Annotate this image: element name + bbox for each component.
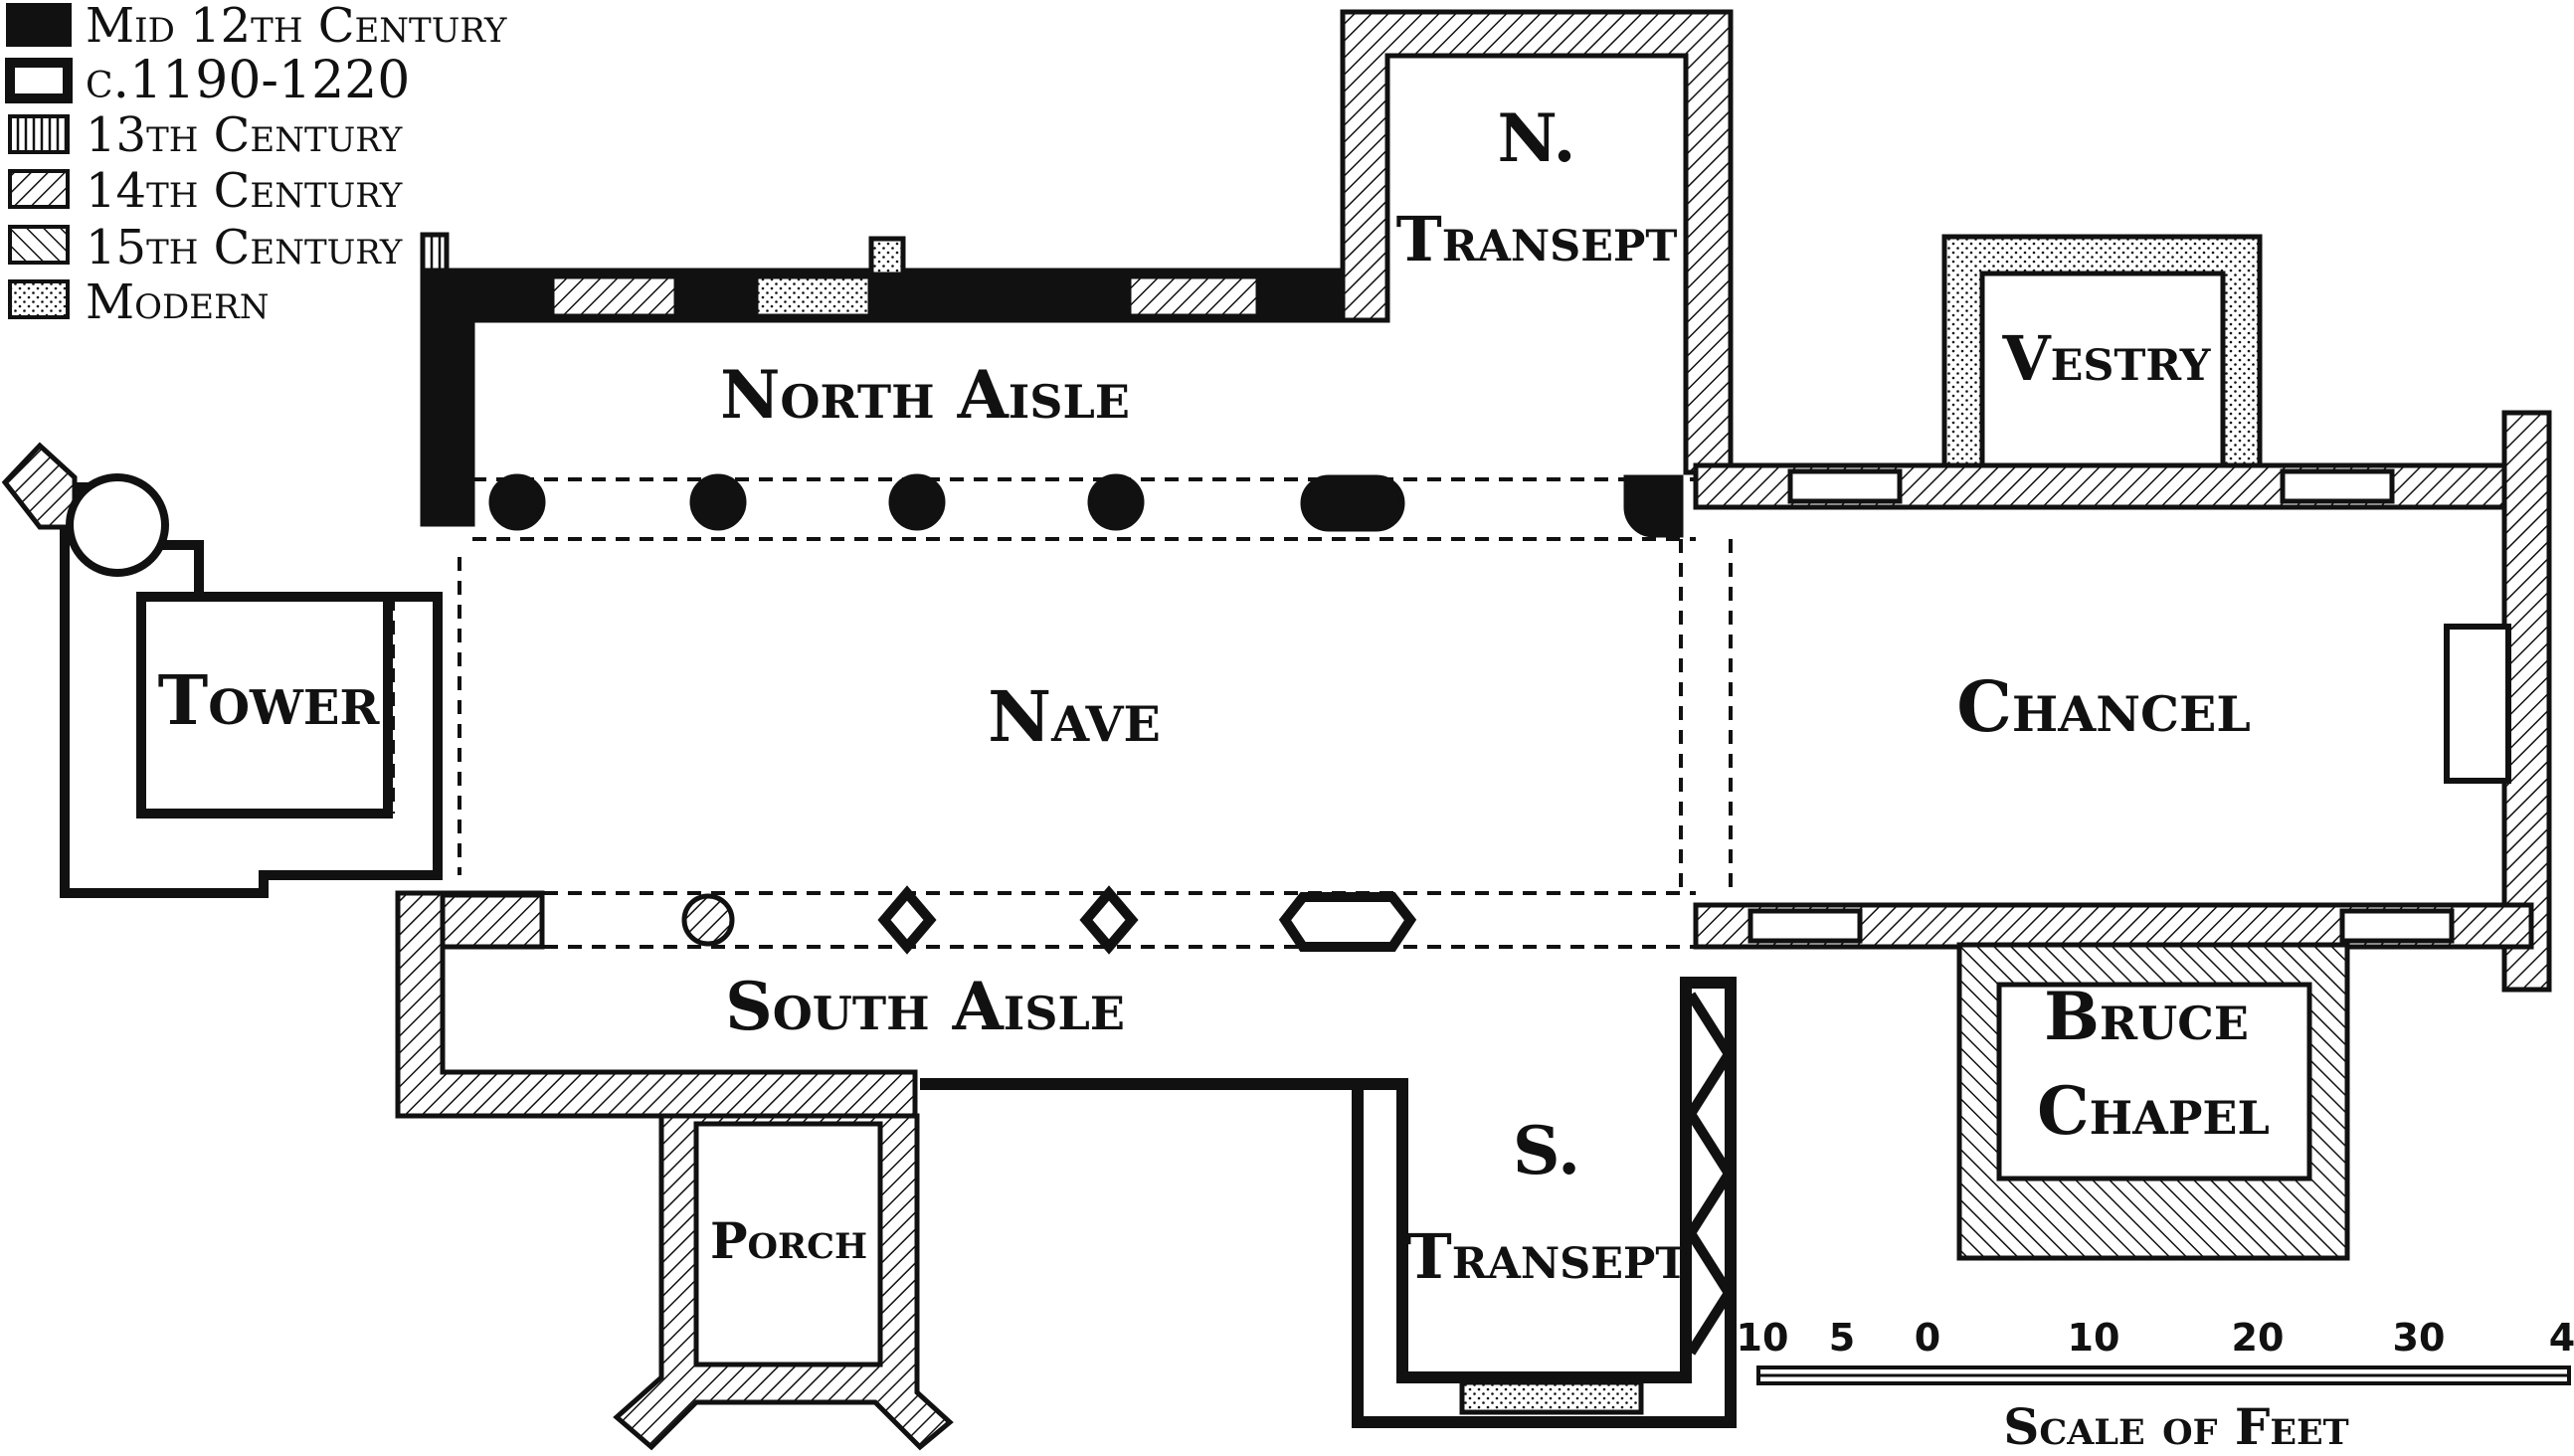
- legend-label: Mid 12th Century: [86, 0, 507, 54]
- arcades: [391, 477, 1733, 949]
- label-bruce-chapel-line2: Chapel: [2037, 1072, 2270, 1150]
- legend-item-c1190-1220: c.1190-1220: [5, 51, 410, 110]
- legend-swatch-solid: [6, 3, 72, 47]
- legend-label: 15th Century: [86, 220, 403, 275]
- scale-bar: 10 5 0 10 20 30 4 Scale of Feet: [1737, 1316, 2574, 1456]
- north-aisle-window: [753, 273, 873, 319]
- south-aisle-south-wall: [920, 1078, 1408, 1258]
- south-transept-walls: [1352, 977, 1737, 1428]
- scale-label: Scale of Feet: [2003, 1397, 2348, 1456]
- spiral-stair: [66, 473, 169, 577]
- stair-turret: [1, 442, 78, 530]
- south-transept-window: [1459, 1379, 1644, 1415]
- label-n-transept-line2: Transept: [1396, 203, 1678, 275]
- north-aisle-window: [1126, 273, 1261, 319]
- north-pier: [888, 473, 946, 531]
- legend-swatch-vertical: [8, 114, 70, 154]
- north-respond-pier: [1623, 474, 1684, 538]
- south-transept-braces: [1685, 992, 1735, 1356]
- bruce-chapel-walls: [1956, 942, 2350, 1261]
- label-s-transept-line2: Transept: [1406, 1220, 1688, 1293]
- label-s-transept-line1: S.: [1513, 1112, 1580, 1189]
- north-pier: [689, 473, 747, 531]
- label-south-aisle: South Aisle: [725, 968, 1125, 1045]
- chancel-north-window: [1787, 468, 1903, 504]
- north-aisle-west-wall: [420, 268, 475, 527]
- legend-item-15th: 15th Century: [8, 220, 403, 275]
- room-labels: N. Transept Vestry North Aisle Tower Nav…: [158, 99, 2270, 1293]
- label-north-aisle: North Aisle: [720, 356, 1130, 434]
- north-aisle-window: [549, 273, 679, 319]
- south-pier-octagonal: [1278, 892, 1417, 952]
- legend-label: 14th Century: [86, 163, 403, 219]
- walls: [1, 9, 2552, 1451]
- piers: [488, 473, 1684, 955]
- legend-swatch-diag-left: [8, 225, 70, 265]
- scale-tick-label: 5: [1829, 1316, 1855, 1360]
- label-bruce-chapel-line1: Bruce: [2044, 978, 2249, 1055]
- north-transept-walls: [1340, 9, 1734, 475]
- label-vestry: Vestry: [2001, 322, 2211, 395]
- scale-tick-label: 20: [2232, 1316, 2285, 1360]
- label-tower: Tower: [158, 661, 381, 741]
- legend-item-mid-12th: Mid 12th Century: [6, 0, 507, 54]
- chancel-north-window: [2280, 468, 2395, 504]
- legend-label: c.1190-1220: [86, 51, 410, 110]
- label-chancel: Chancel: [1956, 665, 2251, 748]
- north-pier-double: [1300, 474, 1405, 532]
- legend: Mid 12th Century c.1190-1220 13th Centur…: [5, 0, 507, 330]
- chancel-south-window: [1747, 908, 1863, 944]
- south-pier-quatrefoil: [877, 885, 937, 955]
- legend-item-14th: 14th Century: [8, 163, 403, 219]
- legend-swatch-diag-right: [8, 169, 70, 209]
- legend-label: Modern: [86, 274, 269, 330]
- altar: [2444, 624, 2511, 784]
- scale-tick-label: 10: [1737, 1316, 1789, 1360]
- label-n-transept-line1: N.: [1497, 99, 1575, 177]
- legend-item-modern: Modern: [8, 274, 269, 330]
- south-pier-quatrefoil: [1079, 885, 1139, 955]
- south-arcade-wall: [440, 892, 545, 950]
- chancel-south-window: [2339, 908, 2455, 944]
- scale-tick-label: 4: [2549, 1316, 2574, 1360]
- porch-walls: [613, 1113, 954, 1451]
- label-nave: Nave: [988, 675, 1161, 758]
- legend-swatch-outline: [5, 58, 73, 103]
- legend-swatch-dots: [8, 279, 70, 319]
- legend-label: 13th Century: [86, 107, 403, 163]
- north-aisle-buttress: [868, 236, 906, 277]
- scale-tick-label: 0: [1915, 1316, 1940, 1360]
- north-pier: [488, 473, 546, 531]
- label-porch: Porch: [710, 1211, 867, 1270]
- south-pier: [681, 893, 735, 947]
- north-pier: [1087, 473, 1145, 531]
- scale-tick-label: 10: [2068, 1316, 2120, 1360]
- scale-tick-label: 30: [2393, 1316, 2446, 1360]
- legend-item-13th: 13th Century: [8, 107, 403, 163]
